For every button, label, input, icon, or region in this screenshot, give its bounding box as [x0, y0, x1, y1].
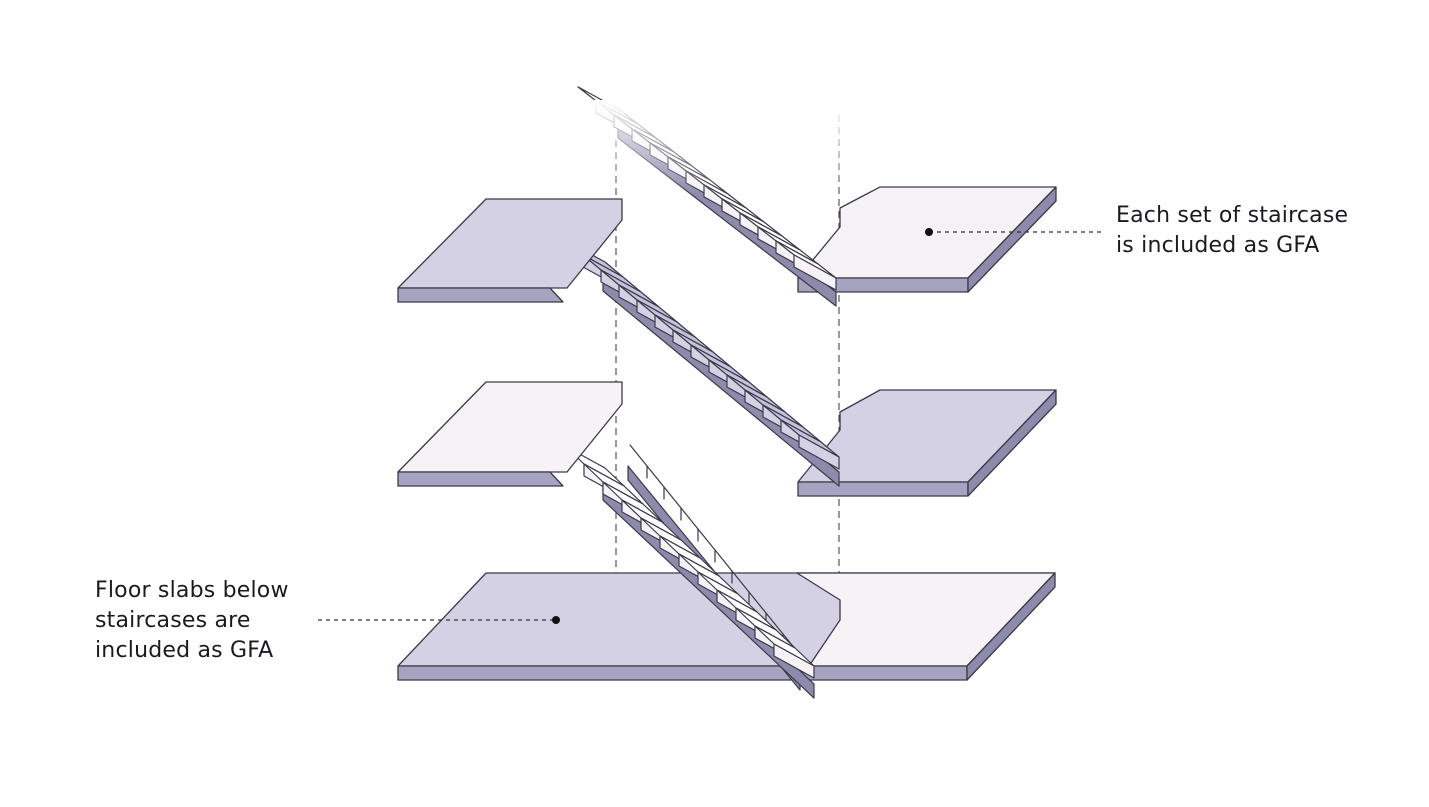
stair-flight-lower: [564, 444, 815, 699]
floor-slab-top: [397, 186, 1057, 303]
stair-tread: [663, 486, 682, 509]
floor-slab-gfa-line-1: Floor slabs below: [95, 578, 289, 603]
stair-riser: [793, 254, 837, 291]
slab-top-left-top: [397, 198, 623, 289]
staircase-gfa-callout: Each set of staircase is included as GFA: [1116, 201, 1348, 261]
leader-dot-slab: [552, 616, 560, 624]
callout-leaders: [318, 228, 1103, 624]
top-fade-overlay: [560, 100, 880, 195]
slab-top-left-front: [397, 287, 564, 303]
stair-riser: [798, 434, 840, 470]
floor-slab-middle: [397, 381, 1057, 497]
slab-bottom-side: [966, 572, 1056, 681]
staircase-gfa-line-1: Each set of staircase: [1116, 203, 1349, 228]
staircase-gfa-line-2: is included as GFA: [1116, 233, 1320, 258]
stair-tread: [646, 465, 665, 488]
slab-middle-left-front: [397, 471, 564, 487]
stair-tread: [714, 549, 733, 572]
stair-tread: [629, 444, 648, 467]
floor-slab-gfa-line-2: staircases are: [95, 608, 251, 633]
leader-dot-staircase: [925, 228, 933, 236]
floor-slab-gfa-callout: Floor slabs below staircases are include…: [95, 576, 289, 666]
stair-tread: [680, 507, 699, 530]
slab-middle-left-top: [397, 381, 623, 473]
slab-top-right-side: [967, 186, 1057, 293]
stair-riser: [773, 643, 815, 679]
slab-middle-right-side: [967, 389, 1057, 497]
floor-slab-gfa-line-3: included as GFA: [95, 638, 274, 663]
stair-tread: [697, 528, 716, 551]
slab-middle-right-front: [797, 481, 969, 497]
slab-bottom-front: [397, 665, 968, 681]
